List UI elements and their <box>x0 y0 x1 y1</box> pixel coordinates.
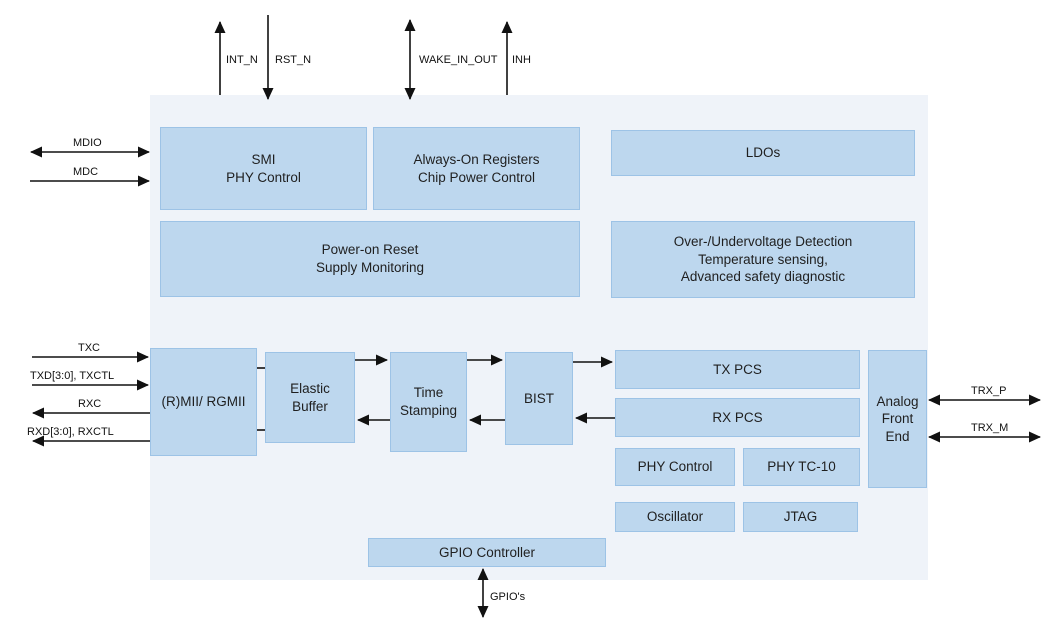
block-oscillator: Oscillator <box>615 502 735 532</box>
block-bist: BIST <box>505 352 573 445</box>
signal-label-rst-n: RST_N <box>275 54 312 66</box>
signal-label-gpios: GPIO's <box>490 591 526 603</box>
signal-label-int-n: INT_N <box>226 54 258 66</box>
signal-label-wake-in-out: WAKE_IN_OUT <box>419 54 498 66</box>
block-ldos: LDOs <box>611 130 915 176</box>
block-time-stamping: Time Stamping <box>390 352 467 452</box>
signal-label-mdio: MDIO <box>73 137 102 149</box>
block-rx-pcs: RX PCS <box>615 398 860 437</box>
block-smi-phy-control: SMI PHY Control <box>160 127 367 210</box>
block-rmii-rgmii: (R)MII/ RGMII <box>150 348 257 456</box>
signal-label-trx-m: TRX_M <box>971 422 1009 434</box>
signal-label-txc: TXC <box>78 342 100 354</box>
block-elastic-buffer: Elastic Buffer <box>265 352 355 443</box>
block-jtag: JTAG <box>743 502 858 532</box>
block-analog-front-end: Analog Front End <box>868 350 927 488</box>
block-gpio-controller: GPIO Controller <box>368 538 606 567</box>
block-tx-pcs: TX PCS <box>615 350 860 389</box>
block-safety-diagnostics: Over-/Undervoltage Detection Temperature… <box>611 221 915 298</box>
signal-label-inh: INH <box>512 54 531 66</box>
block-power-on-reset: Power-on Reset Supply Monitoring <box>160 221 580 297</box>
signal-label-rxc: RXC <box>78 398 102 410</box>
block-phy-tc10: PHY TC-10 <box>743 448 860 486</box>
block-always-on-registers: Always-On Registers Chip Power Control <box>373 127 580 210</box>
block-phy-control: PHY Control <box>615 448 735 486</box>
signal-label-rxd: RXD[3:0], RXCTL <box>27 426 114 438</box>
signal-label-trx-p: TRX_P <box>971 385 1007 397</box>
signal-label-mdc: MDC <box>73 166 99 178</box>
signal-label-txd: TXD[3:0], TXCTL <box>30 370 115 382</box>
